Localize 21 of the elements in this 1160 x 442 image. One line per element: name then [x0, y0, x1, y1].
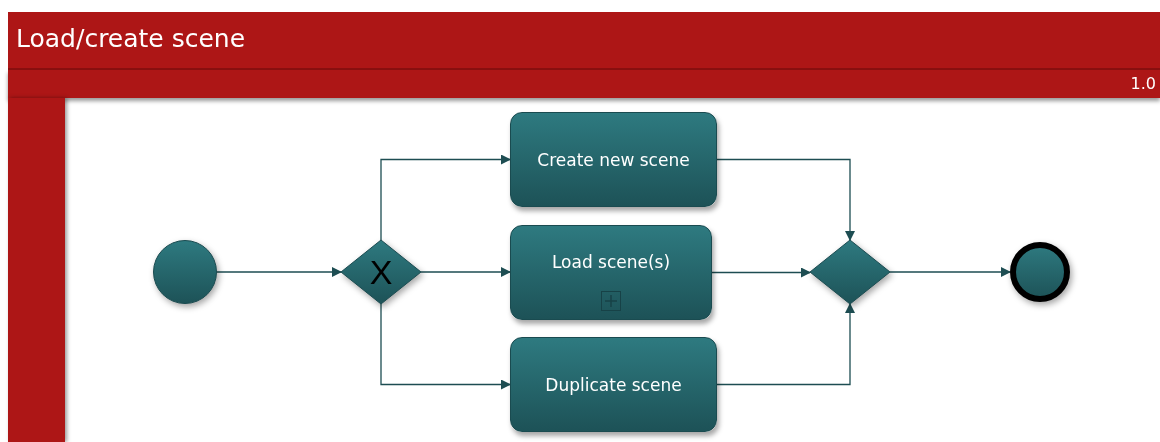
task-label: Load scene(s) — [551, 251, 671, 272]
task-box — [510, 337, 717, 432]
task-box — [510, 225, 712, 320]
sequence-flow-arrow — [716, 158, 855, 241]
sequence-flow-arrow — [420, 267, 511, 277]
start-event-circle — [153, 240, 217, 304]
sequence-flow-arrow — [889, 267, 1011, 277]
sequence-flow-arrow — [711, 267, 811, 278]
sequence-flow-arrow — [216, 267, 342, 277]
sequence-flow-arrow — [716, 303, 855, 386]
end-event-circle — [1010, 242, 1070, 302]
gateway-diamond — [341, 240, 421, 304]
sequence-flow-arrow — [380, 303, 511, 390]
version-label: 1.0 — [1130, 74, 1156, 93]
gateway-diamond — [810, 240, 890, 304]
task-label: Duplicate scene — [545, 374, 682, 395]
gateway-marker: X — [369, 252, 393, 292]
pool-title: Load/create scene — [16, 24, 246, 53]
task-box — [510, 112, 717, 207]
task-label: Create new scene — [537, 149, 690, 170]
sequence-flow-arrow — [380, 154, 511, 241]
